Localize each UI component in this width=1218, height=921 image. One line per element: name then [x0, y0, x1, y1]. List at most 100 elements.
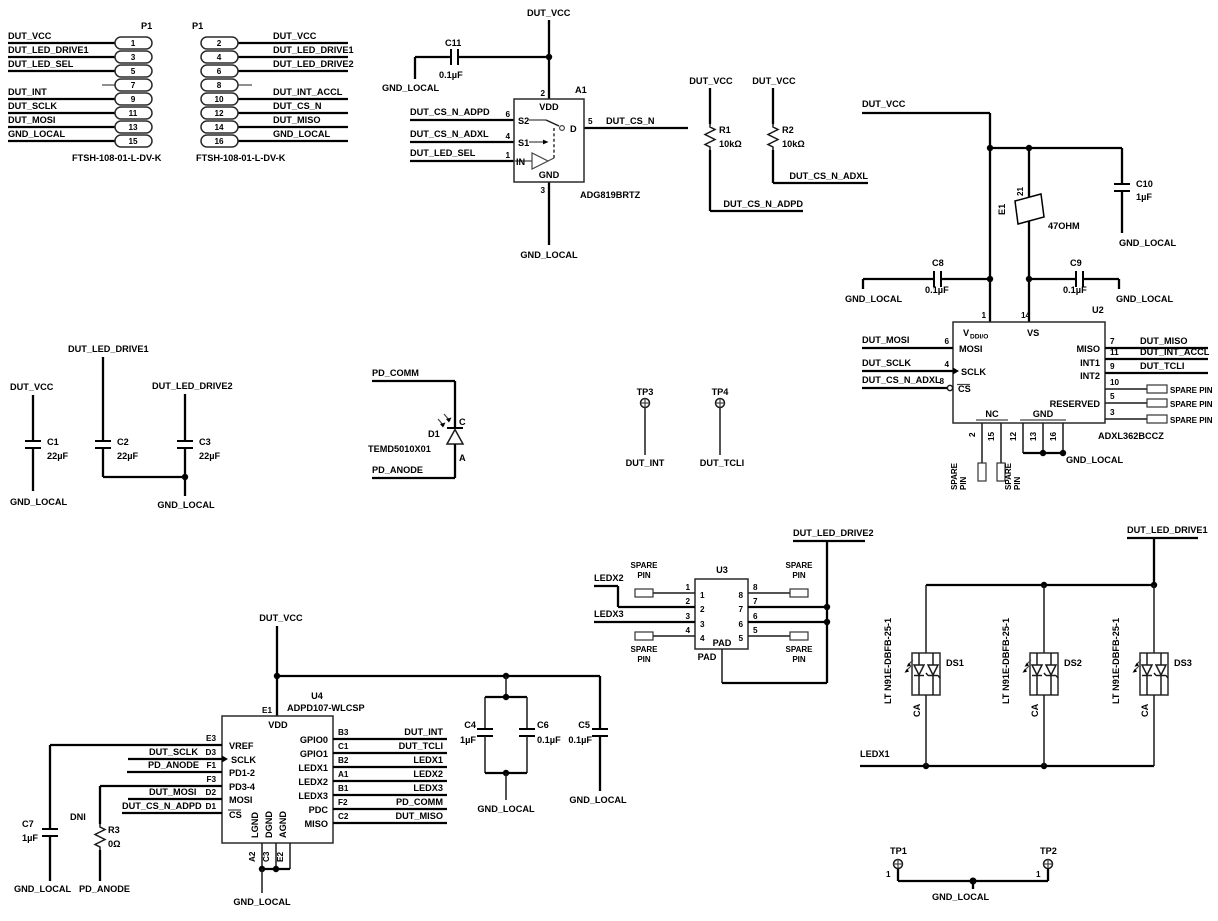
connector-wires — [200, 36, 348, 148]
ferrite-value: 47OHM — [1048, 221, 1080, 231]
net-label: DUT_LED_DRIVE1 — [1127, 525, 1208, 535]
pin-number: E1 — [262, 706, 272, 715]
testpoints-tp1-tp2: TP1 1 TP2 1 GND_LOCAL — [886, 846, 1057, 902]
pin-number: 3 — [685, 612, 690, 621]
net-label: PD_COMM — [372, 368, 419, 378]
spare-pin-label: SPARE — [631, 645, 659, 654]
net-label: DUT_VCC — [527, 8, 571, 18]
cap-value: 1µF — [22, 833, 38, 843]
pad-label: PAD — [698, 652, 717, 662]
wires — [703, 88, 868, 213]
cap-value: 0.1µF — [439, 70, 463, 80]
pin-name: MOSI — [959, 344, 982, 354]
refdes: TP3 — [637, 387, 654, 397]
wires — [861, 111, 1130, 322]
pin-name: VDD — [268, 720, 288, 730]
pin-name: LEDX2 — [298, 777, 328, 787]
pin-name: S1 — [518, 138, 529, 148]
pin-number: 8 — [753, 583, 758, 592]
pin-name: DGND — [264, 811, 274, 838]
pin-number: F1 — [206, 761, 216, 770]
net-label: GND_LOCAL — [157, 500, 215, 510]
dni-flag: DNI — [70, 812, 86, 822]
net-label: DUT_INT_ACCL — [1140, 347, 1210, 357]
pin-number: 5 — [131, 67, 136, 76]
cap-refdes: C7 — [22, 819, 34, 829]
net-label: DUT_VCC — [259, 613, 303, 623]
cap-refdes: C1 — [47, 437, 59, 447]
cap-refdes: C6 — [537, 720, 549, 730]
net-label: DUT_CS_N — [606, 116, 655, 126]
refdes: TP4 — [712, 387, 730, 397]
pin-number: 6 — [753, 612, 758, 621]
pin-name: GND — [539, 170, 560, 180]
net-label: DUT_LED_DRIVE1 — [8, 45, 89, 55]
pin-number: 7 — [1110, 337, 1115, 346]
net-label: GND_LOCAL — [1119, 238, 1177, 248]
part-number: FTSH-108-01-L-DV-K — [196, 153, 286, 163]
pin-number: 6 — [738, 620, 743, 629]
cap-value: 1µF — [460, 735, 476, 745]
net-label: DUT_VCC — [689, 76, 733, 86]
cap-value: 1µF — [1136, 192, 1152, 202]
cap-refdes: C11 — [445, 38, 461, 48]
pin-name: INT1 — [1080, 358, 1100, 368]
wires — [862, 346, 1208, 482]
value: 0Ω — [108, 839, 120, 849]
pin-number: 16 — [1049, 431, 1058, 441]
refdes: U4 — [311, 691, 324, 701]
wires — [372, 379, 465, 480]
net-label: DUT_MISO — [273, 115, 320, 125]
pin-name-sub: DDI/O — [970, 334, 988, 341]
net-label: DUT_SCLK — [862, 358, 911, 368]
net-label: DUT_INT — [626, 458, 665, 468]
spare-pin-label: PIN — [792, 571, 806, 580]
pin-name: SCLK — [961, 367, 986, 377]
pin-name: IN — [516, 157, 526, 167]
cap-refdes: C9 — [1070, 258, 1082, 268]
spare-pin-label: SPARE PIN — [1170, 400, 1213, 409]
ca-label: CA — [1030, 703, 1040, 717]
pin-number: 3 — [1110, 408, 1115, 417]
net-label: DUT_VCC — [8, 31, 52, 41]
pin-name: PD1-2 — [229, 768, 255, 778]
cap-refdes: C4 — [464, 720, 477, 730]
afe-u4: DUT_VCC U4 ADPD107-WLCSP E1 VDD E3 VREF … — [14, 613, 600, 907]
wires — [594, 539, 865, 685]
refdes: DS1 — [946, 658, 964, 668]
pin-number: B1 — [338, 784, 349, 793]
testpoint-tp4: TP4 DUT_TCLI — [700, 387, 744, 468]
net-label: DUT_MISO — [396, 811, 443, 821]
pin-number: A2 — [248, 851, 257, 862]
net-label: LEDX3 — [413, 783, 443, 793]
decoupling-caps: C4 1µF C6 0.1µF GND_LOCAL C5 0.1µF GND_L… — [460, 676, 627, 814]
photodiode-d1: PD_COMM D1 C A TEMD5010X01 PD_ANODE — [368, 368, 466, 480]
net-label: PD_ANODE — [148, 760, 199, 770]
pin-number: 2 — [217, 39, 222, 48]
pin-name: PD3-4 — [229, 782, 256, 792]
net-label: DUT_CS_N_ADXL — [862, 375, 941, 385]
net-label: GND_LOCAL — [477, 804, 535, 814]
pin-name: LEDX3 — [298, 791, 328, 801]
pin-number: 4 — [944, 360, 949, 369]
pin-number: E2 — [276, 852, 285, 862]
wires — [25, 357, 193, 496]
net-label: GND_LOCAL — [845, 294, 903, 304]
net-label: DUT_VCC — [862, 99, 906, 109]
pin-number: 14 — [1021, 311, 1031, 320]
cap-refdes: C5 — [578, 720, 590, 730]
pin-name: CS — [958, 384, 971, 394]
pin-number: 1 — [1036, 870, 1041, 879]
pin-name: MOSI — [229, 795, 252, 805]
part-number: ADXL362BCCZ — [1098, 431, 1164, 441]
bulk-caps: DUT_VCC C1 22µF GND_LOCAL DUT_LED_DRIVE1… — [10, 344, 233, 510]
net-label: LEDX1 — [860, 749, 890, 759]
pin-number: 9 — [131, 95, 136, 104]
led-ds2: LT N91E-DBFB-25-1 CA DS2 — [1001, 585, 1082, 766]
cap-value: 0.1µF — [925, 285, 949, 295]
pin-number: C3 — [262, 851, 271, 862]
spare-pin-label: SPARE — [950, 462, 959, 490]
pin-number: 2 — [700, 605, 705, 614]
pin-name: GPIO0 — [300, 735, 328, 745]
refdes: A1 — [575, 85, 587, 95]
